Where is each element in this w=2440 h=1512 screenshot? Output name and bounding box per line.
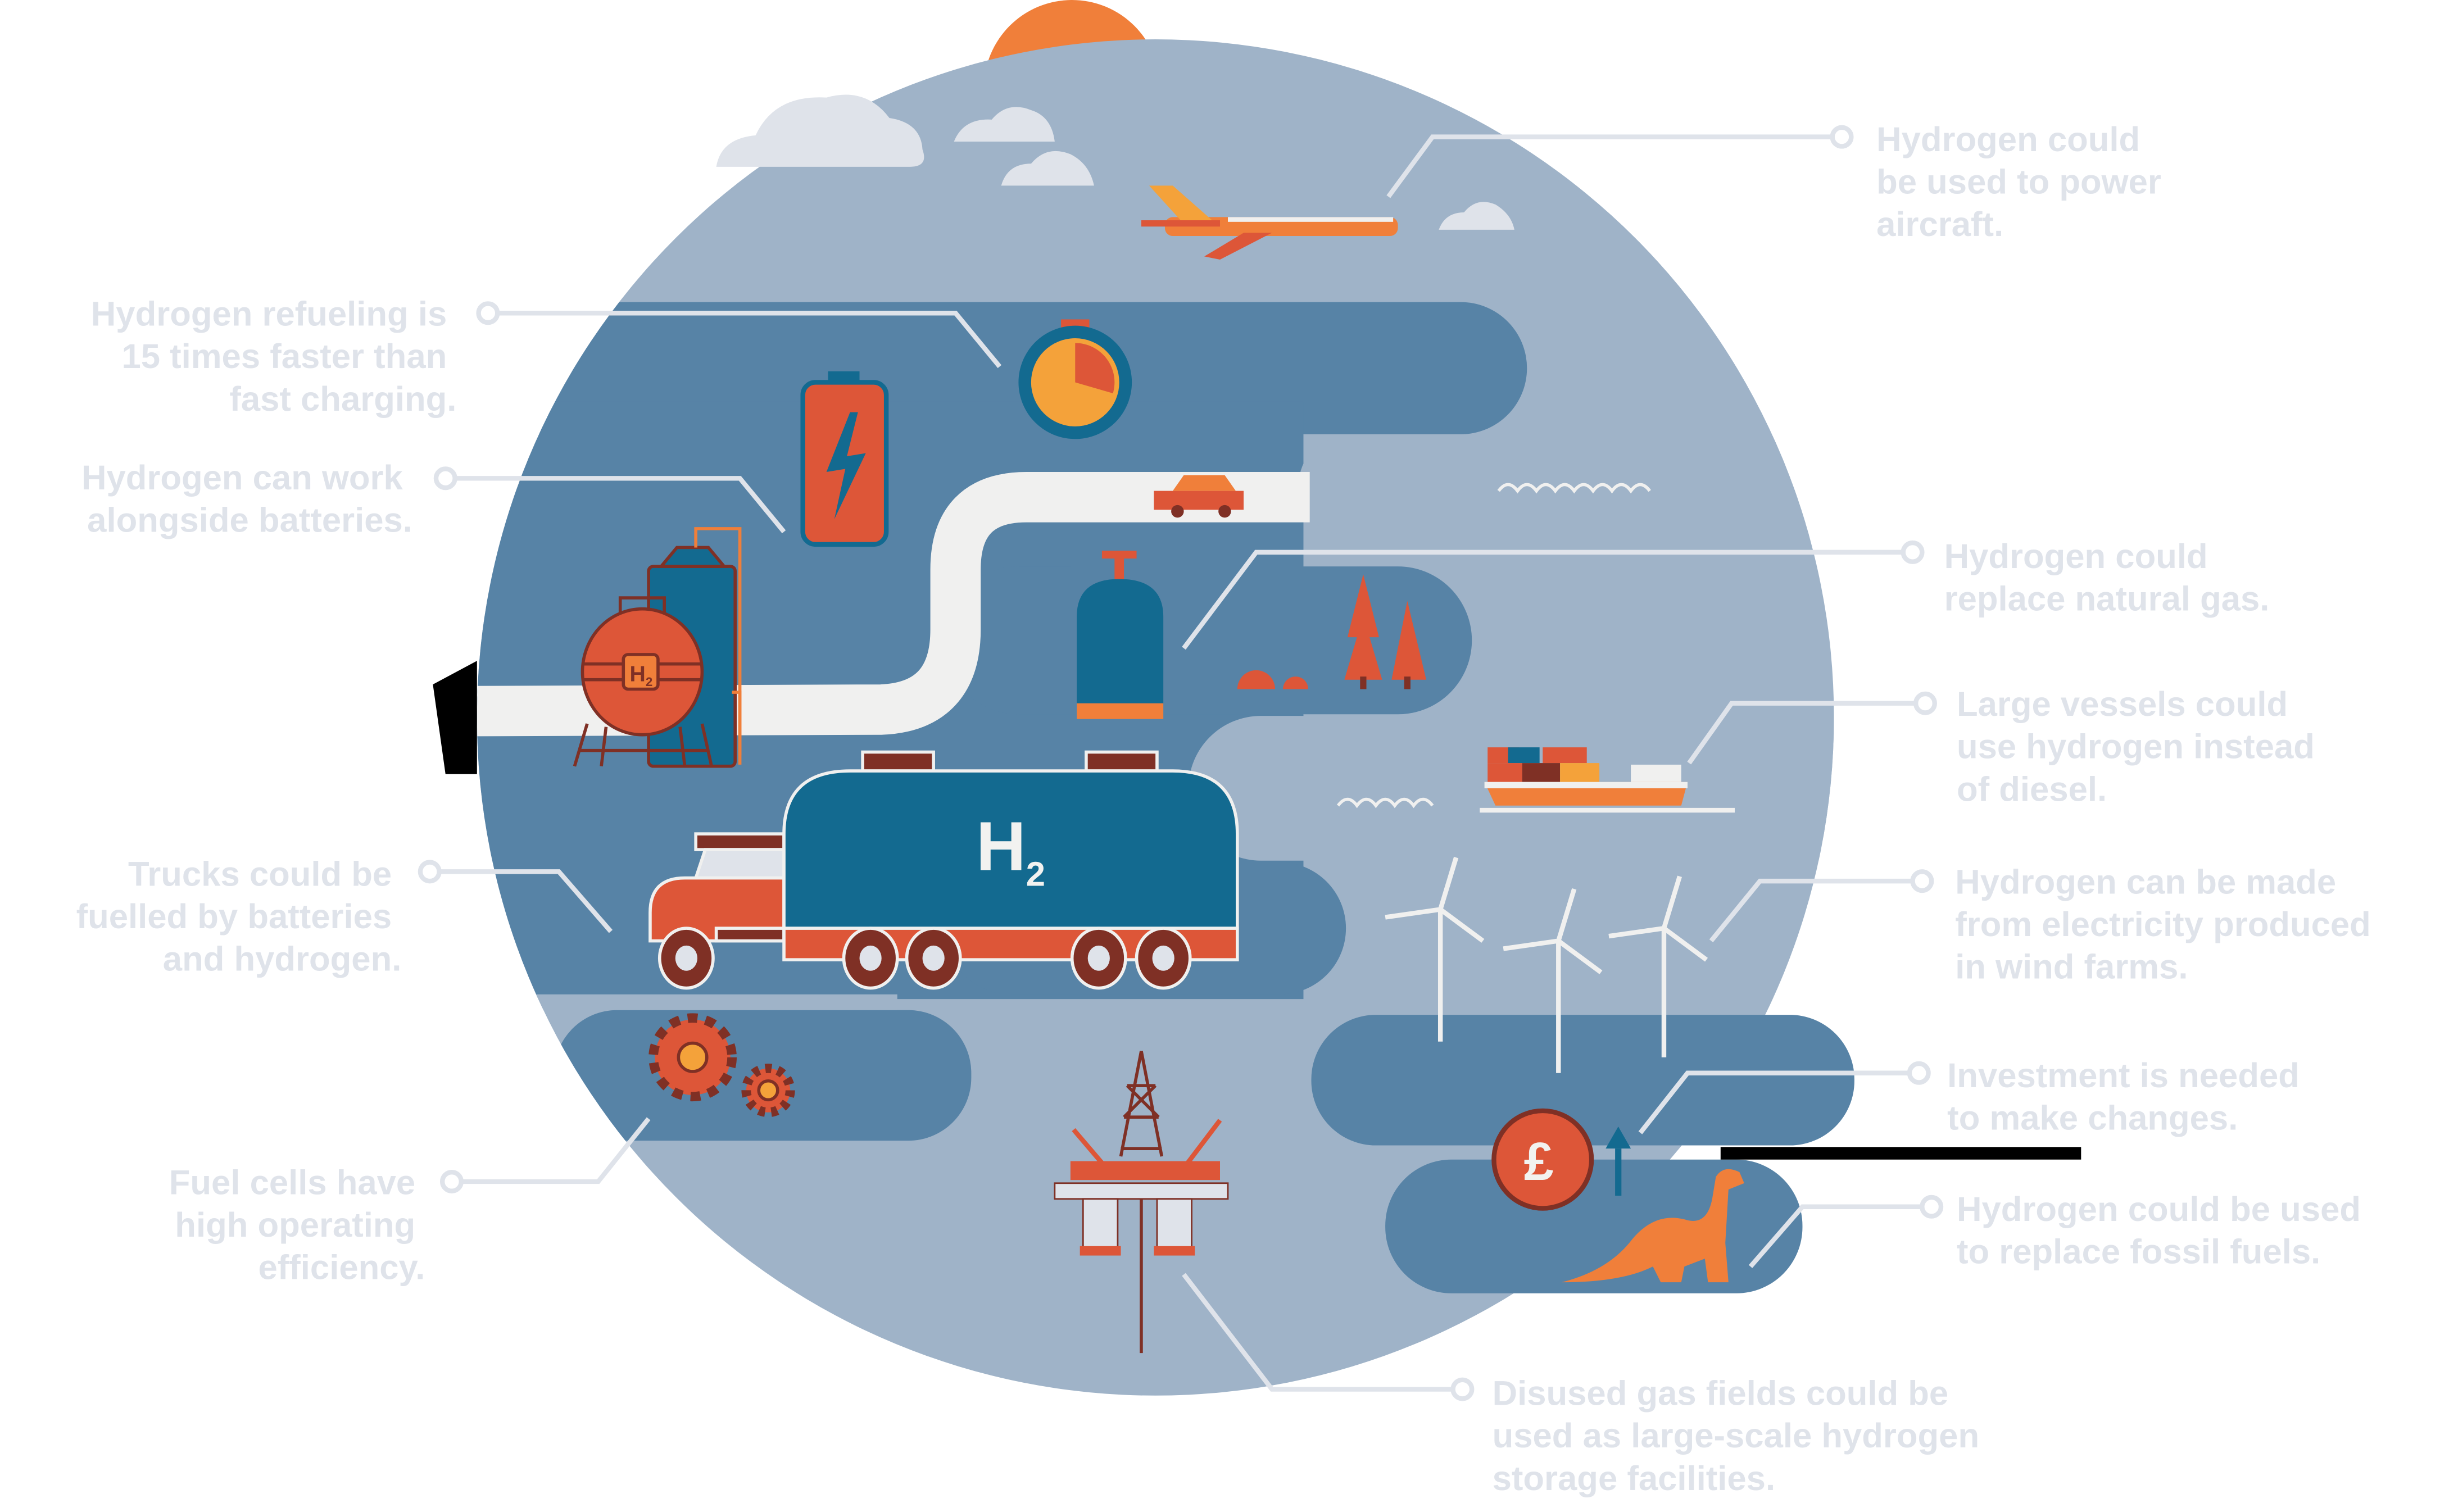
- waves-icon: [1336, 483, 1651, 809]
- svg-text:H2: H2: [630, 662, 653, 688]
- oil-rig-icon: [1054, 1051, 1229, 1354]
- stopwatch-icon: [1018, 319, 1132, 439]
- car-icon: [1154, 475, 1244, 518]
- tank-subscript-label: 2: [646, 675, 652, 689]
- svg-text:H2: H2: [976, 808, 1045, 894]
- callout-natural-gas: Hydrogen could replace natural gas.: [1944, 537, 2270, 619]
- callout-fossil-fuels: Hydrogen could be used to replace fossil…: [1957, 1190, 2370, 1272]
- callout-investment: Investment is needed to make changes.: [1947, 1056, 2309, 1138]
- callout-trucks: Trucks could be fuelled by batteries and…: [76, 855, 402, 979]
- cargo-ship-icon: [1480, 747, 1735, 813]
- truck-subscript-label: 2: [1026, 855, 1045, 894]
- gears-icon: [648, 1013, 795, 1118]
- currency-symbol: £: [1524, 1132, 1554, 1192]
- cloud-icon: [716, 94, 1514, 230]
- hydrogen-storage-tank-icon: H2: [573, 527, 742, 768]
- callout-connectors: [418, 125, 1944, 1401]
- callout-refueling: Hydrogen refueling is 15 times faster th…: [91, 295, 457, 419]
- trees-icon: [1237, 574, 1426, 689]
- callout-batteries: Hydrogen can work alongside batteries.: [81, 458, 412, 540]
- callout-wind-farms: Hydrogen can be made from electricity pr…: [1955, 863, 2380, 987]
- callout-vessels: Large vessels could use hydrogen instead…: [1957, 685, 2324, 809]
- road: [477, 472, 1310, 737]
- callout-fuel-cells: Fuel cells have high operating efficienc…: [169, 1163, 425, 1287]
- hydrogen-truck-icon: [648, 750, 1239, 990]
- airplane-icon: [1141, 185, 1398, 260]
- arrow-up-icon: [1605, 1126, 1631, 1196]
- callout-gas-fields: Disused gas fields could be used as larg…: [1493, 1374, 1989, 1498]
- dinosaur-icon: [1561, 1169, 1744, 1283]
- wind-turbines-icon: [1385, 856, 1708, 1073]
- callout-aircraft: Hydrogen could be used to power aircraft…: [1876, 120, 2171, 244]
- tank-h-label: H: [630, 662, 646, 686]
- truck-h-label: H: [976, 808, 1026, 886]
- road-end-black-shape: [433, 661, 477, 774]
- gas-cylinder-icon: [1077, 551, 1164, 719]
- pound-coin-icon: £: [1491, 1108, 1594, 1211]
- land-pill-investment: [1311, 1015, 1854, 1146]
- battery-icon: [800, 371, 889, 547]
